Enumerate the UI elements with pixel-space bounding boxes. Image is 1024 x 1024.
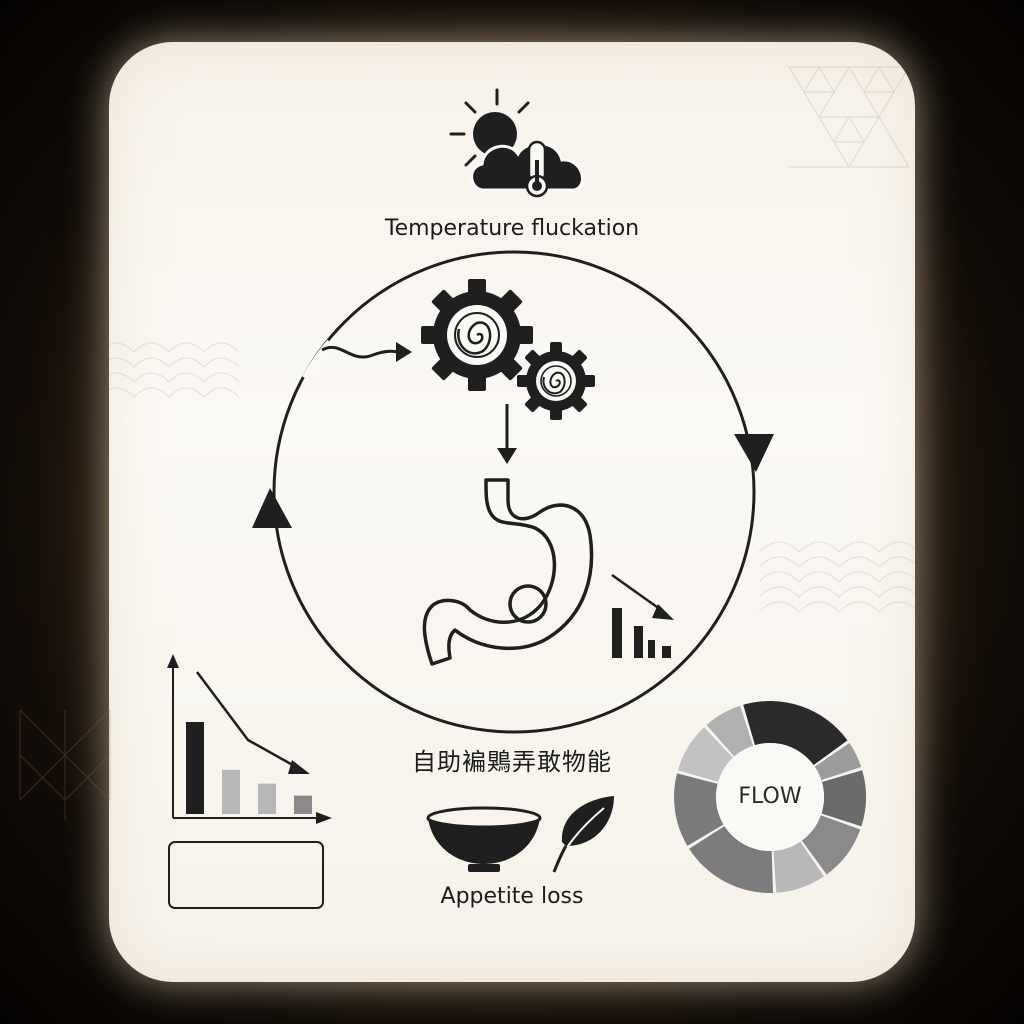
geometric-pattern-top-right (787, 65, 911, 169)
mini-bar-3 (258, 783, 276, 814)
donut-segment-3 (821, 770, 866, 827)
cycle-arrowhead-right (734, 434, 774, 472)
down-arrowhead (497, 448, 517, 464)
sun-cloud-thermometer-icon (449, 88, 584, 198)
donut-center-label: FLOW (738, 784, 802, 809)
mini-bar-2 (222, 769, 240, 814)
cjk-caption: 自助褊鶪弄敢物能 (412, 748, 612, 776)
appetite-label: Appetite loss (440, 884, 584, 909)
leaf-icon (552, 796, 614, 873)
donut-segment-9 (706, 705, 754, 757)
gears-icon (421, 279, 595, 420)
mini-bars-group (186, 722, 312, 814)
trend-line (196, 671, 299, 770)
bowl-icon (426, 806, 542, 872)
mini-bar-4 (294, 795, 312, 814)
trend-arrowhead (288, 760, 310, 774)
empty-text-box (168, 841, 324, 909)
left-bar-chart (167, 654, 332, 909)
donut-segment-4 (801, 815, 861, 875)
donut-segment-6 (689, 826, 773, 894)
donut-segment-5 (773, 841, 824, 893)
donut-hole (716, 743, 824, 851)
declining-bar-chart-icon (611, 573, 674, 658)
donut-segment-8 (677, 727, 733, 782)
lattice-pattern-left (19, 709, 111, 820)
cycle-ring-gap (301, 339, 333, 380)
squiggle-arrowhead (396, 342, 412, 362)
flow-donut (674, 701, 866, 894)
cycle-ring (272, 250, 756, 734)
donut-segment-2 (814, 743, 862, 781)
donut-segment-1 (743, 701, 848, 766)
wave-pattern-right (759, 541, 915, 613)
wave-pattern-left (109, 342, 239, 398)
temperature-label: Temperature fluckation (384, 216, 640, 241)
mini-bar-1 (186, 722, 204, 814)
squiggle-arrow (321, 345, 399, 359)
donut-segment-7 (674, 773, 724, 846)
cycle-arrowhead-left (252, 488, 292, 528)
stomach-icon (422, 478, 594, 666)
